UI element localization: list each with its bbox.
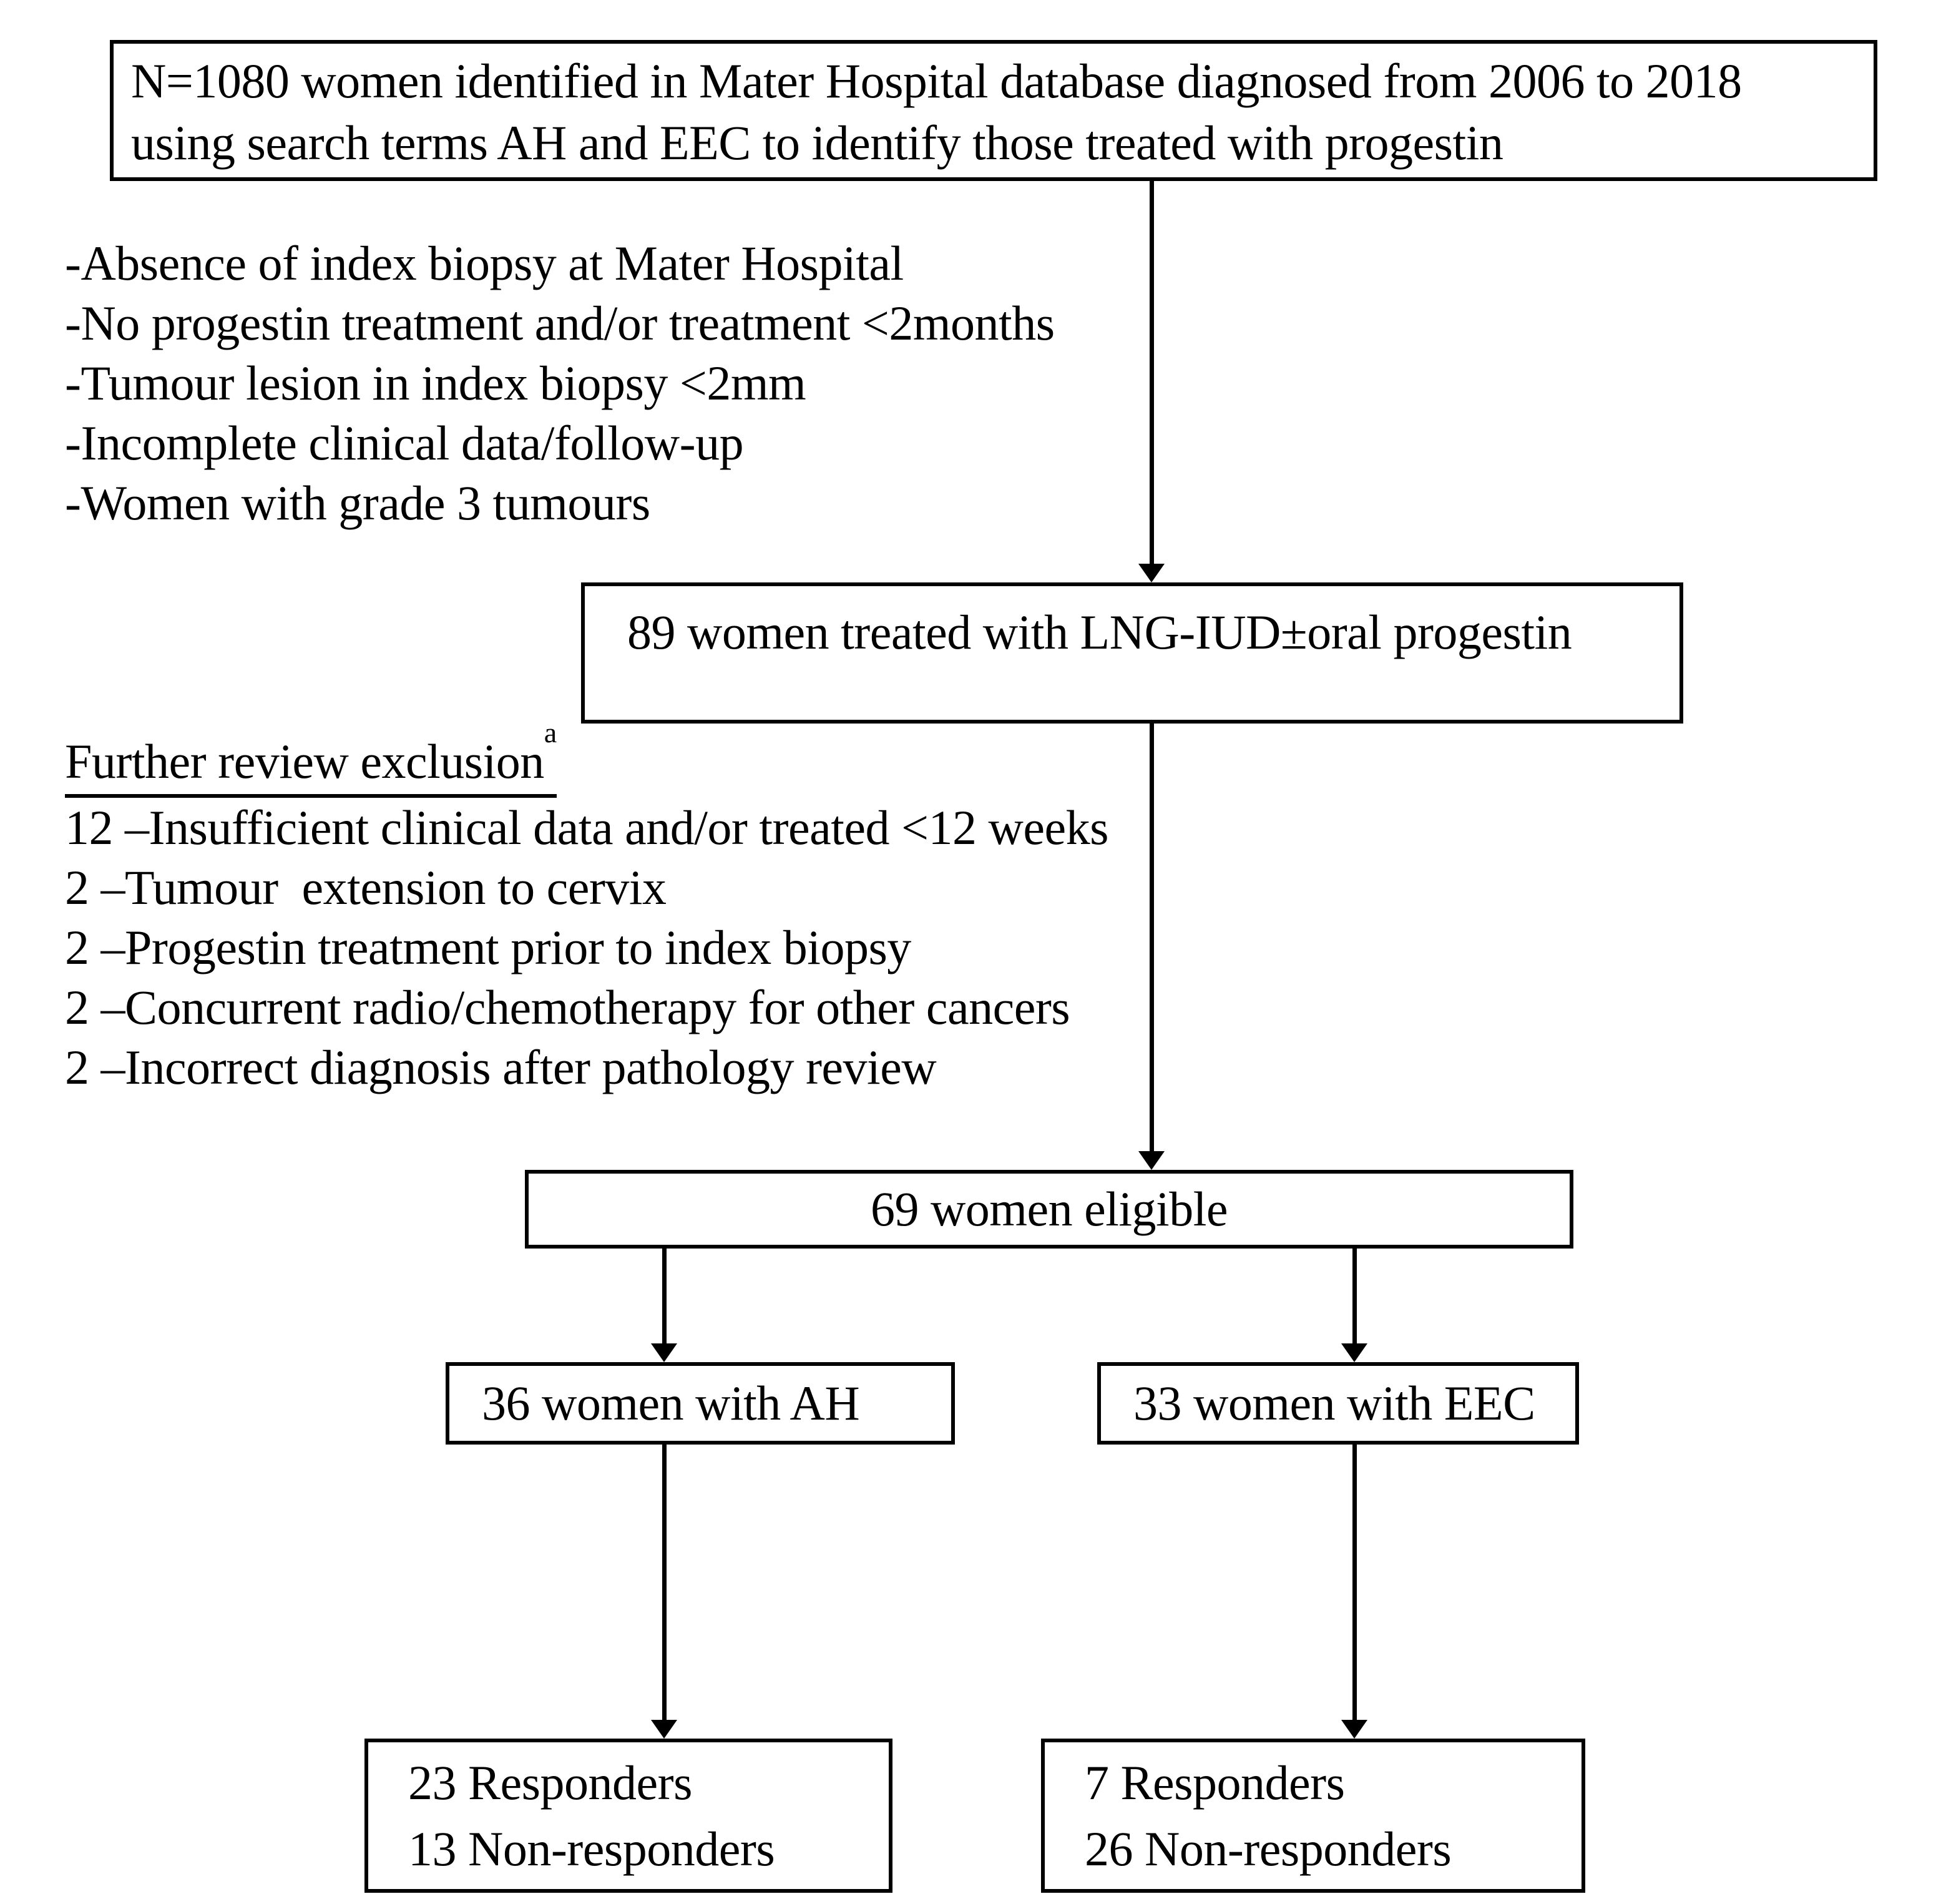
box-eec-outcome-line1: 7 Responders [1085,1755,1345,1810]
box-eec-text: 33 women with EEC [1133,1376,1535,1430]
box-eec-outcome-line2: 26 Non-responders [1085,1821,1452,1876]
further-exclusion-item: 2 –Concurrent radio/chemotherapy for oth… [65,980,1070,1034]
arrowhead-down-icon [1341,1343,1367,1362]
arrowhead-down-icon [1138,1151,1165,1170]
box-ah-outcome: 23 Responders 13 Non-responders [364,1739,892,1893]
arrowhead-down-icon [651,1720,677,1739]
arrowhead-down-icon [1341,1720,1367,1739]
exclusion-item: -Tumour lesion in index biopsy <2mm [65,356,806,410]
box-ah-outcome-line2: 13 Non-responders [408,1821,775,1876]
exclusion-item: -Women with grade 3 tumours [65,476,650,530]
box-identified-line1: N=1080 women identified in Mater Hospita… [131,54,1742,108]
arrow-shaft [1352,1442,1357,1720]
box-ah: 36 women with AH [446,1362,955,1445]
exclusion-list-initial: -Absence of index biopsy at Mater Hospit… [65,233,1055,533]
arrowhead-down-icon [1138,564,1165,582]
box-identified: N=1080 women identified in Mater Hospita… [110,40,1877,181]
further-exclusions-heading-text: Further review exclusion [65,734,544,788]
further-exclusion-item: 2 –Tumour extension to cervix [65,860,667,915]
heading-superscript: a [544,717,557,748]
box-treated-text: 89 women treated with LNG-IUD±oral proge… [627,605,1572,659]
further-exclusions-heading: Further review exclusiona [65,719,1108,798]
exclusion-item: -No progestin treatment and/or treatment… [65,296,1055,350]
box-ah-outcome-line1: 23 Responders [408,1755,692,1810]
box-eec: 33 women with EEC [1097,1362,1579,1445]
further-exclusion-item: 2 –Progestin treatment prior to index bi… [65,920,911,974]
box-eligible: 69 women eligible [525,1170,1573,1249]
box-ah-text: 36 women with AH [482,1376,860,1430]
box-eec-outcome: 7 Responders 26 Non-responders [1041,1739,1585,1893]
box-identified-line2: using search terms AH and EEC to identif… [131,115,1503,170]
exclusion-item: -Incomplete clinical data/follow-up [65,416,744,470]
arrow-shaft [1149,181,1154,564]
arrow-shaft [1149,723,1154,1151]
box-eligible-text: 69 women eligible [870,1182,1228,1236]
exclusion-item: -Absence of index biopsy at Mater Hospit… [65,236,904,290]
arrow-shaft [1352,1246,1357,1343]
further-exclusion-item: 2 –Incorrect diagnosis after pathology r… [65,1040,937,1094]
further-exclusion-item: 12 –Insufficient clinical data and/or tr… [65,800,1108,855]
exclusion-list-further: Further review exclusiona 12 –Insufficie… [65,719,1108,1097]
arrow-shaft [662,1246,667,1343]
arrow-shaft [662,1442,667,1720]
box-treated: 89 women treated with LNG-IUD±oral proge… [581,582,1683,724]
arrowhead-down-icon [651,1343,677,1362]
